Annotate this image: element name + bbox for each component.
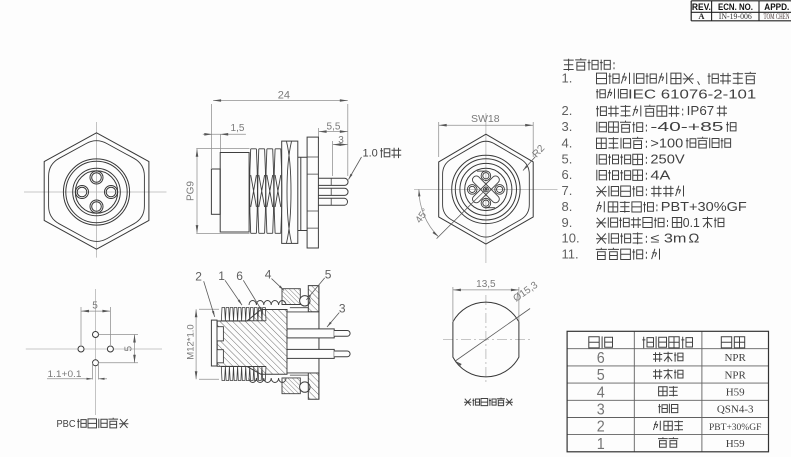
svg-text:3: 3: [338, 135, 344, 146]
svg-text:>100: >100: [650, 135, 683, 150]
svg-text:M12*1.0: M12*1.0: [186, 324, 197, 359]
svg-text:5: 5: [597, 367, 605, 384]
svg-text:REV.: REV.: [692, 2, 711, 12]
svg-text:A: A: [698, 11, 705, 21]
svg-text:NPR: NPR: [724, 352, 746, 364]
svg-text:1.: 1.: [562, 70, 573, 85]
svg-text:4A: 4A: [650, 167, 670, 182]
svg-text:IP67: IP67: [687, 103, 715, 118]
svg-text:4: 4: [265, 268, 272, 282]
svg-text:PG9: PG9: [186, 181, 197, 201]
svg-text:5,5: 5,5: [327, 122, 341, 133]
svg-text:Ω: Ω: [688, 231, 699, 246]
svg-text:4.: 4.: [562, 135, 573, 150]
svg-text:4: 4: [597, 384, 605, 401]
svg-text:10.: 10.: [562, 230, 580, 245]
svg-text:PBT+30%GF: PBT+30%GF: [661, 199, 747, 214]
svg-text:1: 1: [597, 436, 605, 453]
svg-text:IN-19-006: IN-19-006: [719, 11, 752, 21]
svg-text:1.0: 1.0: [363, 148, 378, 160]
svg-text:6: 6: [597, 350, 605, 367]
svg-text:24: 24: [278, 90, 290, 102]
svg-text:QSN4-3: QSN4-3: [717, 404, 754, 416]
svg-text:2: 2: [195, 270, 202, 284]
svg-text:9.: 9.: [562, 215, 573, 230]
svg-text:5: 5: [124, 345, 135, 351]
svg-text:11.: 11.: [562, 246, 579, 261]
svg-text:0.1: 0.1: [683, 215, 700, 230]
svg-text:H59: H59: [726, 438, 745, 450]
svg-text:NPR: NPR: [724, 369, 746, 381]
svg-text:5: 5: [325, 267, 332, 281]
svg-text:6.: 6.: [562, 167, 573, 182]
svg-text:PBT+30%GF: PBT+30%GF: [709, 423, 761, 433]
svg-text:3.: 3.: [562, 119, 573, 134]
svg-text:6: 6: [236, 269, 243, 283]
svg-text:TOM CHEN: TOM CHEN: [764, 11, 790, 21]
svg-text:SW18: SW18: [471, 113, 500, 125]
svg-text:1.1+0.1: 1.1+0.1: [48, 369, 82, 379]
svg-text:1: 1: [218, 269, 225, 283]
svg-text:13,5: 13,5: [476, 279, 496, 290]
svg-text:APPD.: APPD.: [764, 2, 789, 12]
svg-text:3: 3: [339, 302, 346, 316]
svg-text:5.: 5.: [562, 151, 573, 166]
svg-text:2.: 2.: [562, 103, 573, 118]
svg-text:ECN. NO.: ECN. NO.: [718, 2, 753, 12]
svg-text:2: 2: [597, 419, 605, 436]
svg-text:1,5: 1,5: [231, 123, 245, 134]
svg-text:-40-+85: -40-+85: [650, 119, 723, 134]
svg-text:7.: 7.: [562, 183, 573, 198]
svg-text:PBC: PBC: [57, 418, 76, 430]
svg-text:5: 5: [92, 301, 98, 312]
svg-text:3: 3: [597, 402, 605, 419]
svg-text:≤ 3m: ≤ 3m: [650, 231, 686, 246]
svg-text:8.: 8.: [562, 199, 573, 214]
svg-text:H59: H59: [726, 387, 745, 399]
svg-text:IEC 61076-2-101: IEC 61076-2-101: [628, 87, 756, 102]
svg-text:250V: 250V: [650, 152, 685, 167]
